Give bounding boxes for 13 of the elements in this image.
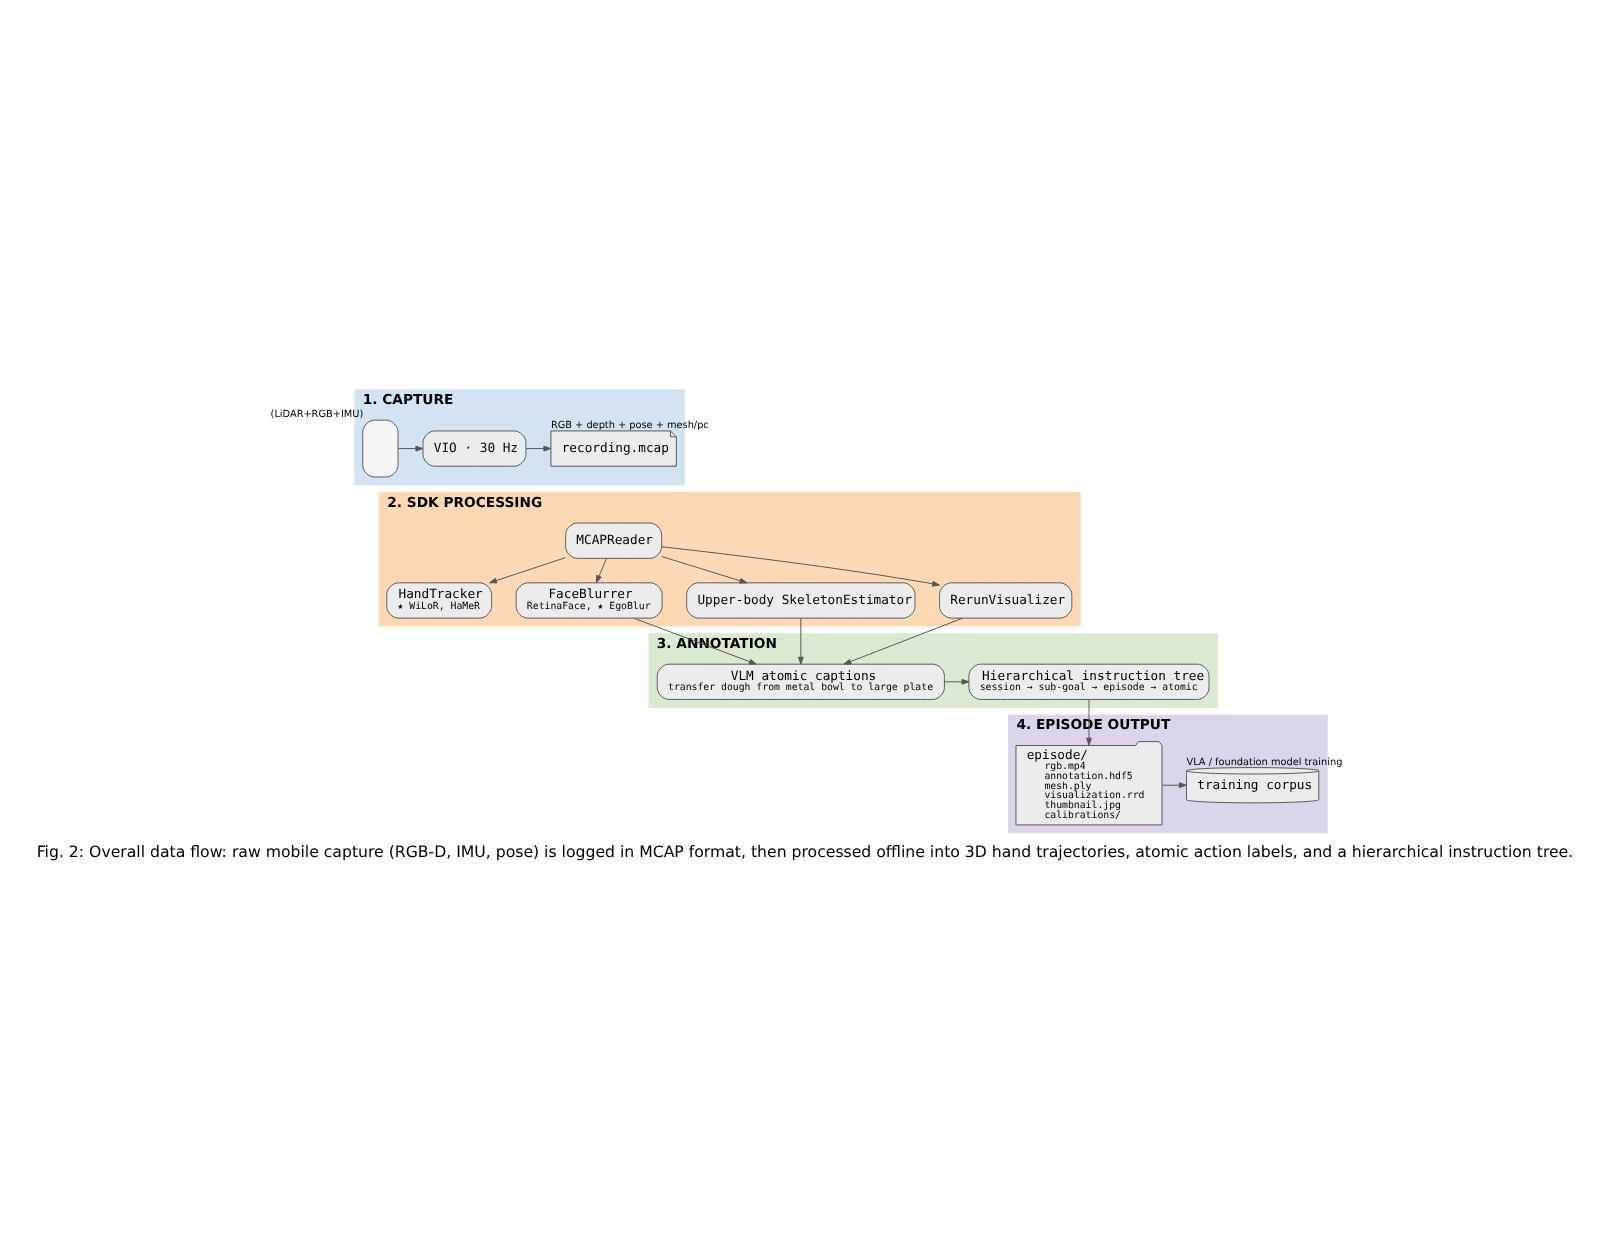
arrow [944,678,970,685]
arrow [595,557,608,584]
arrow [633,617,757,665]
arrow [661,546,940,587]
arrow [1086,699,1092,746]
arrow [525,445,552,452]
arrow [397,445,424,452]
arrow [797,617,804,665]
arrow [1161,782,1187,789]
arrow [661,556,748,584]
arrow [843,617,963,665]
node-phone [362,419,399,478]
arrow [489,557,566,584]
